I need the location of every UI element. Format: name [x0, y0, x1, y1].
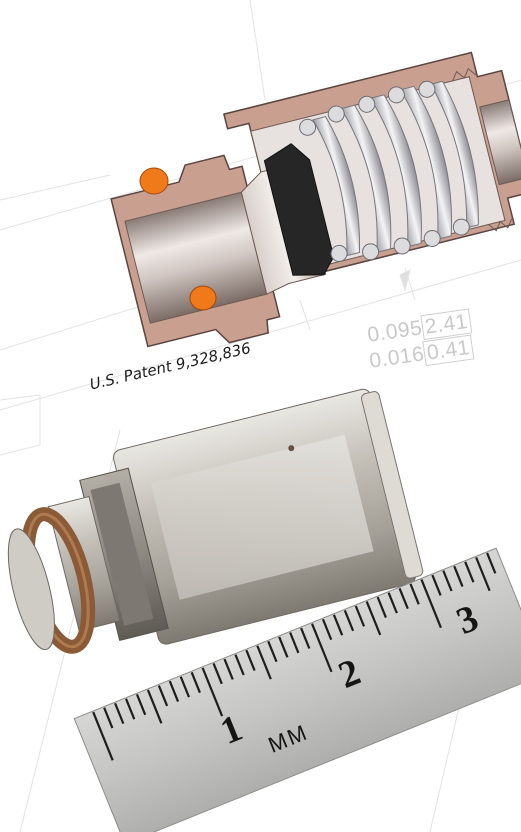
ruler-tick	[398, 587, 409, 610]
ruler-tick	[267, 640, 278, 663]
ruler-tick	[387, 592, 398, 614]
ruler-tick	[278, 636, 289, 658]
ruler-tick	[125, 698, 136, 720]
ruler-tick	[420, 579, 442, 629]
ruler-tick	[475, 556, 491, 592]
ruler-tick	[157, 685, 169, 707]
ruler-tick	[453, 565, 464, 588]
ruler-tick	[486, 552, 497, 574]
ruler-tick	[92, 711, 114, 761]
ruler-tick	[179, 676, 190, 698]
ruler-tick	[311, 623, 333, 673]
ruler-tick	[332, 614, 344, 636]
ruler-tick	[234, 654, 245, 676]
oring-section-bottom	[189, 285, 217, 311]
ruler-tick	[354, 605, 366, 627]
ruler-tick	[201, 667, 224, 717]
ruler-tick	[431, 574, 442, 596]
ruler-tick	[114, 702, 125, 725]
ruler-tick	[376, 596, 387, 618]
ruler-tick	[464, 561, 475, 583]
ruler-tick	[223, 658, 234, 680]
ruler-tick	[103, 707, 114, 729]
ruler-tick	[289, 632, 300, 654]
ruler-tick	[135, 693, 147, 716]
oring-section-top	[139, 167, 169, 195]
ruler-tick	[190, 671, 201, 694]
ruler-tick	[343, 609, 355, 632]
ruler-tick	[245, 649, 256, 671]
ruler-tick	[300, 627, 311, 649]
ruler-tick	[168, 680, 180, 702]
ruler-tick	[365, 601, 382, 636]
ruler-tick	[212, 663, 223, 685]
ruler-ticks	[92, 552, 497, 761]
ruler-tick	[409, 583, 420, 605]
ruler-tick	[321, 618, 333, 641]
ruler-tick	[146, 689, 163, 724]
ruler-tick	[442, 570, 453, 592]
ruler-tick	[256, 645, 272, 680]
